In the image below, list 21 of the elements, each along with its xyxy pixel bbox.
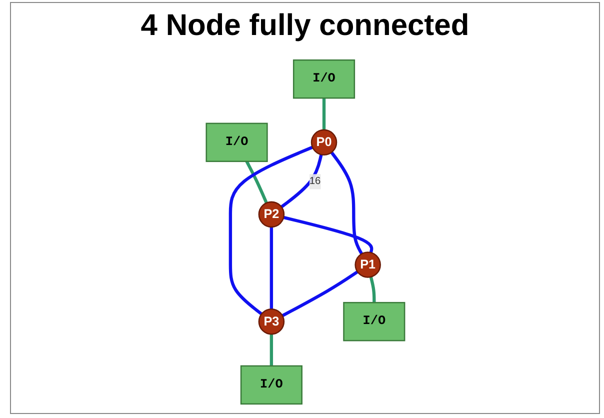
connector bbox=[322, 98, 326, 130]
connector bbox=[368, 276, 376, 303]
diagram-frame: 4 Node fully connected 16 I/O I/O P0 P2 P1 P3 I/O I/O bbox=[10, 2, 600, 414]
connector bbox=[281, 270, 358, 318]
node-box bbox=[205, 122, 268, 162]
connector bbox=[269, 226, 273, 310]
edge-label: 16 bbox=[308, 176, 320, 187]
connector bbox=[244, 160, 268, 204]
node-box bbox=[342, 302, 405, 342]
connector bbox=[269, 334, 273, 366]
node-box bbox=[292, 59, 355, 99]
node-box bbox=[240, 365, 302, 405]
connector bbox=[280, 154, 322, 208]
node-circle bbox=[258, 308, 284, 335]
node-circle bbox=[354, 252, 380, 278]
connector bbox=[282, 216, 373, 254]
title: 4 Node fully connected bbox=[140, 9, 470, 43]
connector bbox=[330, 151, 363, 255]
node-circle bbox=[258, 201, 284, 228]
node-circle bbox=[310, 129, 337, 156]
connector bbox=[228, 146, 313, 316]
